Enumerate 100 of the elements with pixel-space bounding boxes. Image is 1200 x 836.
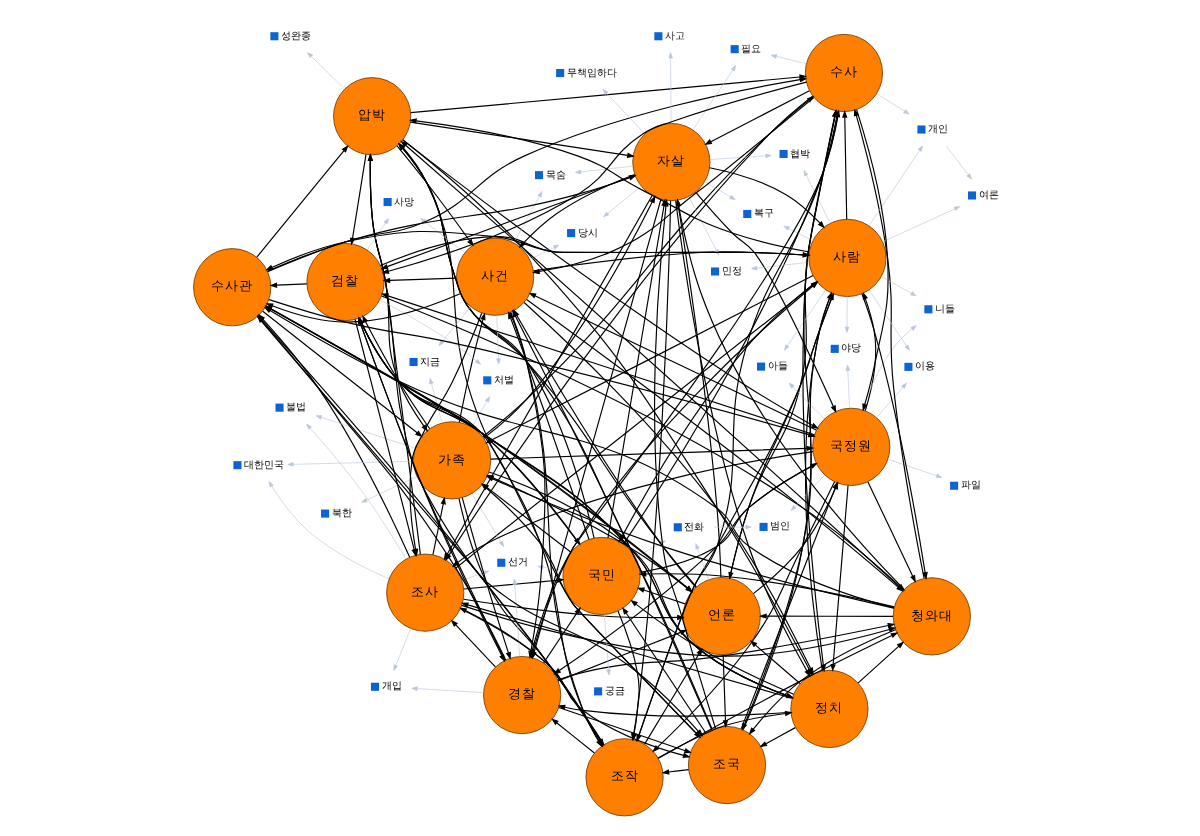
arrow	[886, 458, 942, 478]
node-box	[555, 69, 564, 78]
node-box	[756, 362, 765, 371]
node-box	[778, 149, 787, 158]
arrow	[802, 170, 830, 224]
arrow	[365, 218, 388, 251]
arrow	[856, 641, 904, 684]
arrow	[758, 727, 795, 748]
node-box	[829, 344, 838, 353]
node-box	[533, 171, 543, 180]
arrow	[396, 142, 594, 539]
arrow	[656, 710, 792, 759]
arrow	[867, 145, 922, 227]
arrow	[708, 153, 771, 160]
arrow	[511, 578, 519, 657]
arrow	[531, 251, 810, 272]
arrow	[852, 108, 924, 579]
arrow	[536, 565, 563, 571]
arrow	[556, 704, 791, 717]
arrow	[860, 325, 916, 411]
node-box	[742, 209, 751, 218]
node-box	[710, 267, 719, 276]
arrow	[656, 632, 898, 759]
arrow	[305, 423, 406, 560]
arrow	[495, 315, 500, 365]
arrow	[286, 461, 413, 467]
arrow	[266, 77, 807, 273]
arrow	[880, 276, 916, 297]
node-box	[672, 523, 681, 532]
arrow	[512, 191, 542, 244]
arrow	[306, 52, 344, 90]
arrow	[875, 93, 909, 115]
arrow	[314, 415, 415, 449]
node-box	[593, 687, 602, 696]
node-box	[274, 403, 283, 412]
arrow	[721, 654, 728, 728]
arrow	[462, 598, 684, 621]
arrow	[556, 623, 895, 681]
arrow	[687, 196, 719, 256]
arrow	[267, 481, 389, 580]
arrow	[703, 90, 809, 146]
arrow	[601, 89, 645, 135]
arrow	[380, 81, 806, 274]
arrow	[261, 310, 422, 438]
arrow	[431, 496, 445, 556]
arrow	[392, 628, 411, 671]
arrow	[408, 121, 634, 158]
arrow	[574, 165, 632, 175]
arrow	[875, 382, 906, 418]
arrow	[637, 571, 894, 608]
arrow	[268, 282, 307, 288]
arrow	[460, 570, 489, 581]
arrow	[460, 497, 510, 660]
arrow	[691, 65, 736, 130]
arrow	[703, 181, 735, 200]
node-box	[653, 32, 662, 41]
arrow	[844, 364, 850, 409]
arrow	[557, 706, 692, 754]
arrow	[621, 606, 706, 734]
node-box	[408, 357, 417, 366]
arrow	[712, 524, 751, 530]
arrow	[674, 198, 721, 578]
arrow	[366, 153, 505, 661]
arrow	[629, 599, 794, 695]
arrow	[944, 145, 971, 180]
arrow	[829, 484, 848, 672]
arrow	[881, 206, 960, 243]
arrow	[748, 640, 800, 685]
arrow	[437, 306, 470, 347]
node-box	[382, 198, 391, 207]
arrow	[708, 167, 824, 229]
arrow	[450, 451, 813, 568]
arrow	[867, 289, 909, 351]
arrow	[419, 218, 464, 254]
arrow	[660, 769, 689, 775]
node-box	[903, 362, 912, 371]
node-box	[369, 682, 379, 691]
arrow	[635, 587, 685, 605]
arrow	[782, 225, 813, 241]
arrow	[470, 396, 490, 428]
node-box	[923, 305, 932, 314]
arrow	[482, 195, 655, 439]
arrow	[360, 476, 417, 503]
arrow	[841, 109, 847, 220]
arrow	[667, 52, 672, 124]
arrow	[378, 299, 480, 365]
arrow	[470, 493, 504, 547]
arrow	[694, 543, 709, 580]
arrow	[457, 312, 485, 423]
arrow	[550, 718, 594, 754]
arrow	[757, 613, 893, 619]
arrow	[866, 481, 915, 583]
arrow	[855, 109, 888, 412]
node-box	[232, 461, 241, 470]
node-box	[916, 125, 925, 134]
node-box	[482, 376, 491, 385]
arrow	[527, 292, 816, 431]
arrow	[255, 145, 348, 258]
arrow	[449, 619, 495, 668]
node-box	[566, 229, 575, 238]
